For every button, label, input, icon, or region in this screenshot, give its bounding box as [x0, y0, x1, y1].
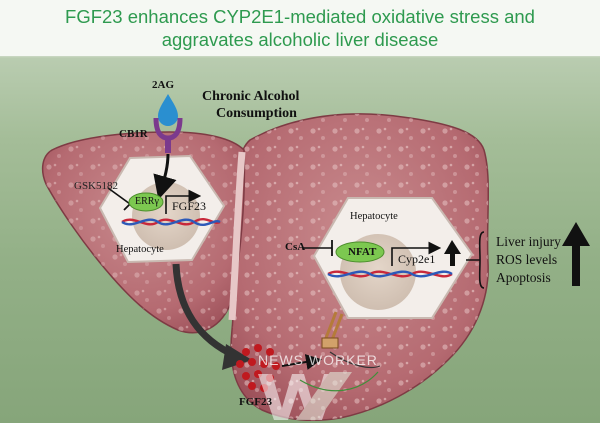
gene-arrow-right	[391, 241, 442, 266]
outcome-bracket	[466, 231, 485, 289]
nucleus-left	[132, 182, 200, 250]
secretion-arrow	[172, 263, 238, 360]
title-line-1: FGF23 enhances CYP2E1-mediated oxidative…	[65, 6, 535, 27]
ligand-drop-icon	[158, 94, 178, 126]
label-gene-left: FGF23	[172, 199, 207, 213]
title-line-2: aggravates alcoholic liver disease	[161, 29, 439, 50]
dna-helix-right	[327, 270, 453, 278]
inhibitor-right-line	[302, 240, 333, 256]
label-ligand: 2AG	[152, 79, 174, 91]
label-cell-right: Hepatocyte	[350, 211, 398, 222]
transcription-factor-left	[128, 192, 164, 212]
label-secreted: FGF23	[239, 396, 272, 408]
watermark-text: NEWS WORKER	[258, 352, 378, 368]
gene-arrow-left	[165, 189, 202, 214]
label-inhibitor-right: CsA	[285, 241, 306, 253]
label-stimulus-line1: Chronic Alcohol	[202, 89, 300, 104]
label-cell-left: Hepatocyte	[116, 244, 164, 255]
label-stimulus-line2: Consumption	[216, 106, 297, 121]
increase-arrow-small-icon	[444, 240, 461, 266]
secreted-fgf23-dots	[236, 344, 280, 392]
label-factor-left: ERRγ	[135, 196, 159, 207]
watermark-swoosh	[299, 371, 379, 392]
signal-line-right	[329, 351, 381, 369]
title-band	[0, 0, 600, 56]
label-gene-right: Cyp2e1	[398, 252, 436, 266]
outcome-item: Liver injury	[496, 234, 561, 249]
label-inhibitor-left: GSK5182	[74, 180, 119, 192]
falciform-ligament	[228, 151, 246, 321]
dna-helix-left	[121, 217, 221, 227]
transcription-factor-right	[335, 241, 385, 263]
signal-arrow-left	[153, 153, 177, 200]
outcome-item: Apoptosis	[496, 270, 551, 285]
secretion-arrowhead	[222, 344, 252, 370]
watermark-logo-icon	[258, 372, 352, 420]
increase-arrow-large-icon	[562, 222, 590, 286]
label-receptor: CB1R	[119, 128, 148, 140]
outcome-list: Liver injury ROS levels Apoptosis	[496, 233, 561, 287]
label-factor-right: NFAT	[348, 246, 377, 258]
fgfr-receptor-icon	[321, 311, 344, 349]
fgf23-to-receptor-arrow	[281, 354, 322, 370]
outcome-item: ROS levels	[496, 252, 558, 267]
receptor-icon	[153, 117, 183, 153]
